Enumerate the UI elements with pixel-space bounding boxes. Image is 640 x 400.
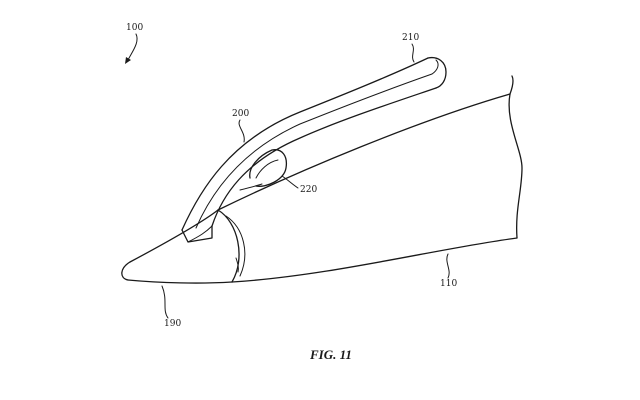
tip-upper-edge	[129, 209, 219, 263]
figure-caption: FIG. 11	[309, 347, 352, 362]
clip-arm-foot-detail	[187, 225, 213, 243]
ref-190: 190	[161, 285, 181, 329]
ref-numeral-clip-end: 210	[402, 33, 419, 43]
tip-point	[121, 261, 131, 281]
ref-220: 220	[281, 175, 317, 195]
ref-210-leader	[411, 43, 415, 63]
clip-arm-facet-line	[195, 73, 433, 229]
clip-arm-upper-edge	[181, 57, 429, 231]
collar-outer-edge	[217, 209, 240, 283]
ref-100-arrowhead	[125, 57, 131, 64]
ref-numeral-device: 100	[126, 23, 143, 33]
ref-100-leader	[127, 33, 138, 61]
pivot-inner-arc	[255, 159, 279, 179]
ref-220-leader	[281, 175, 299, 189]
clip-arm-foot	[181, 225, 213, 243]
barrel-bottom-edge	[231, 237, 518, 283]
ref-numeral-pivot: 220	[300, 185, 317, 195]
ref-200: 200	[232, 109, 249, 143]
collar-ring	[217, 209, 246, 283]
ref-190-leader	[161, 285, 169, 319]
collar-inner-edge	[225, 215, 246, 277]
ref-100: 100	[125, 23, 143, 64]
clip-end	[427, 56, 447, 89]
ref-200-leader	[238, 119, 245, 143]
tip-lower-edge	[127, 279, 233, 284]
tip-cone	[121, 209, 233, 284]
collar-highlight	[235, 257, 239, 273]
barrel	[217, 75, 523, 283]
ref-110: 110	[440, 253, 457, 289]
ref-numeral-barrel: 110	[440, 279, 457, 289]
barrel-top-edge	[217, 93, 511, 211]
ref-110-leader	[446, 253, 450, 279]
clip-end-face	[431, 59, 439, 75]
barrel-break-line	[508, 75, 523, 239]
ref-numeral-clip-arm: 200	[232, 109, 249, 119]
pivot	[239, 149, 288, 191]
clip-arm-lower-edge	[211, 87, 437, 227]
ref-numeral-tip: 190	[164, 319, 181, 329]
clip-end-cap	[427, 56, 447, 89]
pivot-base	[239, 183, 263, 191]
clip-arm	[181, 57, 437, 243]
ref-210: 210	[402, 33, 419, 63]
pivot-outline	[249, 149, 288, 187]
